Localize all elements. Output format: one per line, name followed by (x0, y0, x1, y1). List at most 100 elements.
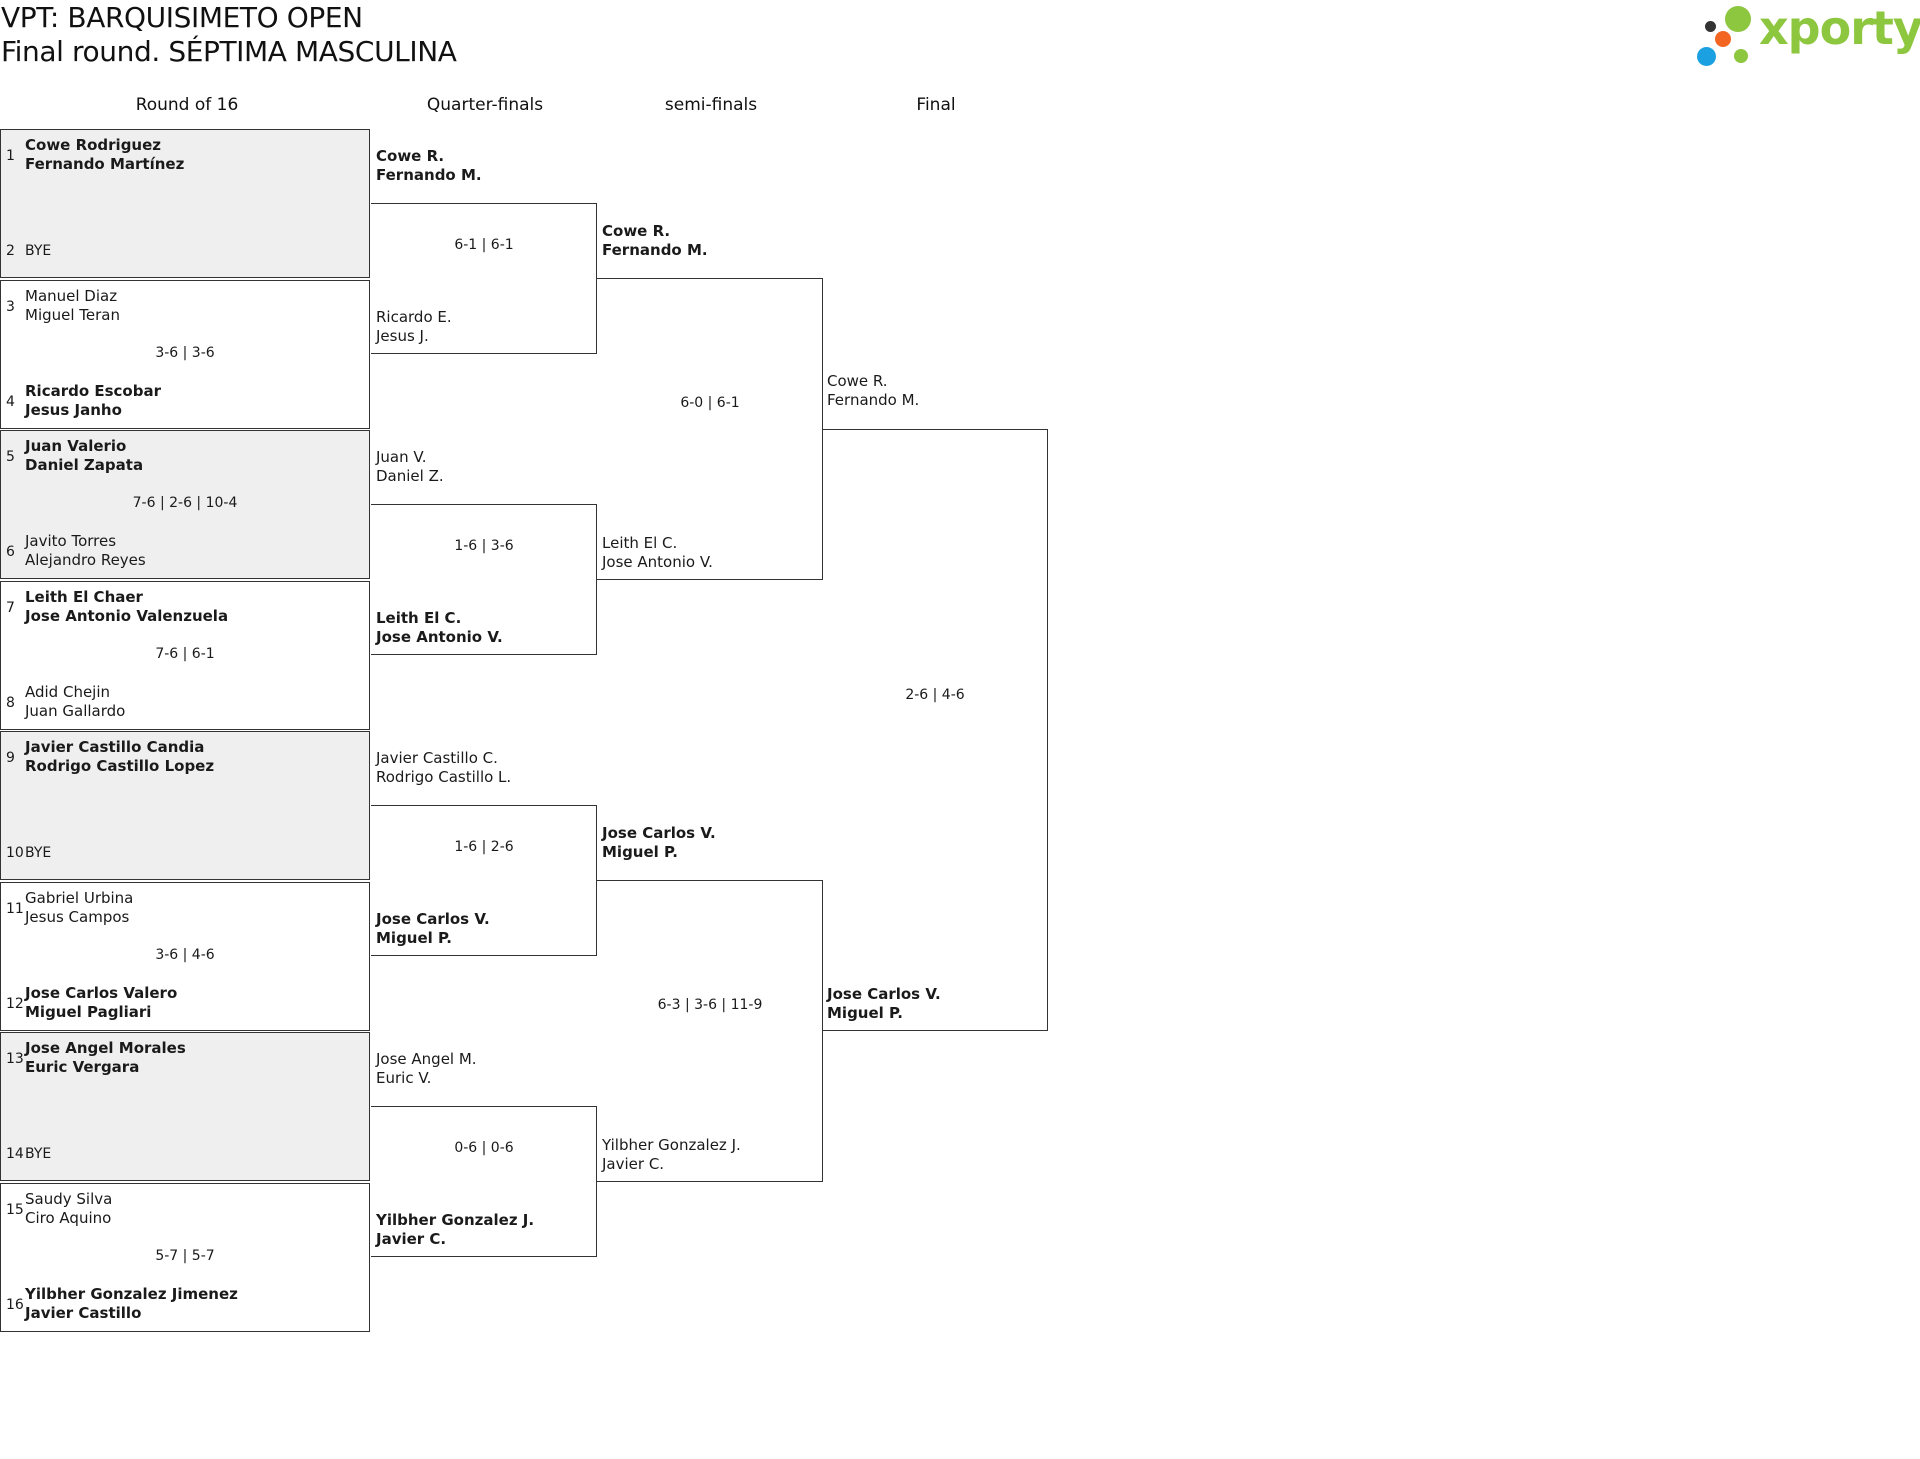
team-players[interactable]: Cowe R.Fernando M. (827, 372, 919, 410)
team-players[interactable]: Ricardo E.Jesus J. (376, 308, 452, 346)
team-players[interactable]: Cowe R.Fernando M. (602, 222, 708, 260)
round-header: Round of 16 (135, 95, 239, 115)
team-players[interactable]: Leith El C.Jose Antonio V. (602, 534, 713, 572)
team-players[interactable]: Jose Angel M.Euric V. (376, 1050, 477, 1088)
player-name: Yilbher Gonzalez J. (376, 1211, 535, 1229)
match-score: 7-6 | 6-1 (155, 645, 215, 662)
player-name: Cowe R. (602, 222, 671, 240)
player-name: Jesus Campos (25, 907, 130, 926)
player-name: Yilbher Gonzalez Jimenez (25, 1284, 238, 1303)
team-players[interactable]: Jose Carlos V.Miguel P. (827, 985, 941, 1023)
player-name: Javier Castillo Candia (25, 738, 205, 756)
player-name: Cowe Rodriguez (25, 136, 162, 154)
player-name: Javier Castillo (25, 1303, 142, 1322)
player-name: Gabriel Urbina (25, 888, 134, 907)
player-name: Daniel Z. (376, 467, 444, 485)
player-name: Daniel Zapata (25, 456, 144, 474)
seed-number: 7 (6, 599, 15, 616)
logo-dot-orange (1715, 31, 1731, 47)
page-header: VPT: BARQUISIMETO OPEN Final round. SÉPT… (1, 1, 457, 69)
player-name: Euric V. (376, 1069, 432, 1087)
player-name: Ciro Aquino (25, 1208, 112, 1227)
player-name: Jose Carlos V. (827, 985, 941, 1003)
player-name: Alejandro Reyes (25, 551, 146, 569)
team-players[interactable]: Cowe R.Fernando M. (376, 147, 482, 185)
player-name: Ricardo Escobar (25, 381, 161, 400)
match-score: 6-3 | 3-6 | 11-9 (657, 997, 763, 1014)
match-quarter_finals (371, 504, 597, 655)
match-semi_finals (597, 880, 823, 1182)
player-name: Jesus Janho (25, 400, 122, 419)
team-players[interactable]: Jose Carlos V.Miguel P. (602, 824, 716, 862)
logo-text: xporty (1759, 1, 1920, 55)
player-name: Leith El Chaer (25, 587, 143, 606)
player-name: Euric Vergara (25, 1058, 140, 1076)
player-name: Cowe R. (827, 372, 888, 390)
seed-number: 15 (6, 1201, 24, 1218)
player-name: Leith El C. (376, 609, 462, 627)
player-name: Leith El C. (602, 534, 678, 552)
round-header: Final (916, 95, 956, 115)
player-name: Jose Angel Morales (25, 1039, 186, 1057)
seed-number: 13 (6, 1051, 24, 1067)
player-name: Javier C. (602, 1155, 665, 1173)
seed-number: 16 (6, 1296, 24, 1313)
seed-number: 11 (6, 900, 24, 917)
team-players[interactable]: Jose Carlos V.Miguel P. (376, 910, 490, 948)
match-score: 3-6 | 4-6 (155, 946, 215, 963)
match-score: 0-6 | 0-6 (454, 1140, 514, 1157)
team-players[interactable]: Yilbher Gonzalez J.Javier C. (602, 1136, 741, 1174)
player-name: Jose Antonio V. (602, 553, 713, 571)
seed-number: 12 (6, 995, 24, 1012)
player-name: Cowe R. (376, 147, 445, 165)
match-score: 6-1 | 6-1 (454, 237, 514, 254)
xporty-logo[interactable]: xporty (1697, 1, 1920, 69)
player-name: Juan V. (376, 448, 427, 466)
player-name: Miguel Pagliari (25, 1002, 152, 1021)
team-players[interactable]: Javier Castillo C.Rodrigo Castillo L. (376, 749, 511, 787)
player-name: Miguel P. (602, 843, 678, 861)
team-players[interactable]: Juan V.Daniel Z. (376, 448, 444, 486)
player-name: Jose Antonio V. (376, 628, 503, 646)
team-players[interactable]: Yilbher Gonzalez J.Javier C. (376, 1211, 534, 1249)
player-name: Jose Antonio Valenzuela (25, 606, 229, 625)
page-title: VPT: BARQUISIMETO OPEN (1, 1, 363, 34)
player-name: Miguel Teran (25, 305, 121, 324)
player-name: Miguel P. (376, 929, 452, 947)
match-score: 3-6 | 3-6 (155, 344, 215, 361)
player-name: Juan Valerio (25, 437, 127, 455)
seed-number: 1 (6, 148, 15, 164)
seed-number: 14 (6, 1146, 24, 1162)
player-name: Javier C. (376, 1230, 447, 1248)
team-players[interactable]: Leith El C.Jose Antonio V. (376, 609, 503, 647)
round-header: semi-finals (664, 95, 758, 115)
player-name: Juan Gallardo (25, 701, 126, 720)
